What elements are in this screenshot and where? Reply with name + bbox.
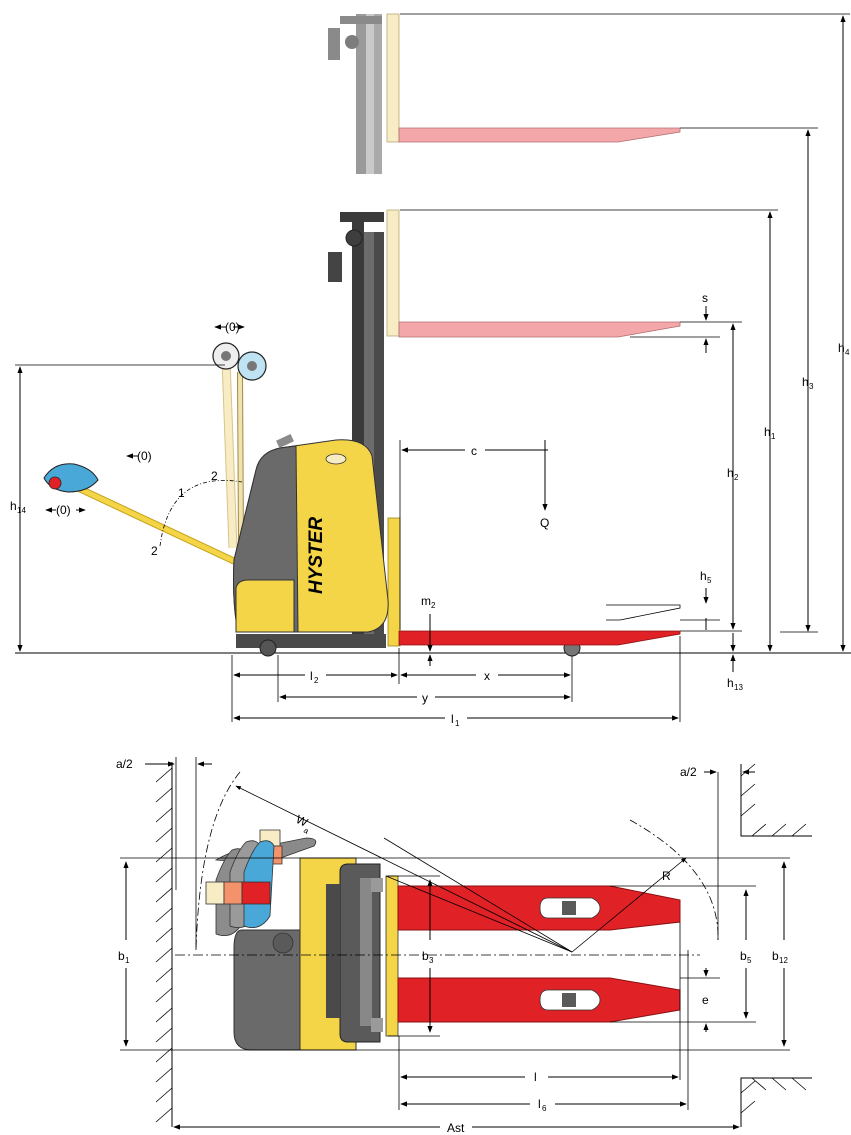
tiller-arm xyxy=(43,342,267,566)
top-tiller xyxy=(205,829,317,937)
label-l1: l xyxy=(451,712,454,726)
label-angle-2a: 2 xyxy=(211,469,218,483)
label-ast: Ast xyxy=(447,1121,465,1135)
label-b12-sub: 12 xyxy=(779,956,788,965)
top-chassis xyxy=(233,857,399,1051)
label-h2: h xyxy=(727,466,734,480)
raised-fork xyxy=(398,321,681,338)
label-h1: h xyxy=(764,425,771,439)
label-h5-sub: 5 xyxy=(707,576,712,585)
label-b5-sub: 5 xyxy=(747,956,752,965)
side-dimension-lines xyxy=(15,13,850,722)
label-b3: b xyxy=(422,949,429,963)
label-b12: b xyxy=(772,949,779,963)
top-forks xyxy=(397,885,681,1023)
top-construction-lines xyxy=(120,757,790,1130)
label-h14: h xyxy=(10,499,17,513)
raised-mast xyxy=(328,13,681,174)
label-zero-low: (0) xyxy=(56,503,71,517)
label-zero-mid: (0) xyxy=(137,449,152,463)
lowered-fork xyxy=(398,630,681,646)
label-h14-sub: 14 xyxy=(17,506,26,515)
side-view: HYSTER xyxy=(10,13,851,728)
label-h5: h xyxy=(700,569,707,583)
label-y: y xyxy=(422,691,428,705)
label-h1-sub: 1 xyxy=(771,432,776,441)
label-c: c xyxy=(471,444,477,458)
label-h3-sub: 3 xyxy=(809,382,814,391)
label-l: l xyxy=(534,1070,537,1084)
label-zero-top: (0) xyxy=(225,320,240,334)
label-l1-sub: 1 xyxy=(455,719,460,728)
label-h3: h xyxy=(802,375,809,389)
label-h13-sub: 13 xyxy=(734,683,743,692)
label-h2-sub: 2 xyxy=(734,473,739,482)
label-a2-left: a/2 xyxy=(116,757,133,771)
label-m2: m xyxy=(421,594,431,608)
truck-body: HYSTER xyxy=(233,433,581,657)
fork-outline xyxy=(606,604,681,621)
label-m2-sub: 2 xyxy=(431,601,436,610)
label-e: e xyxy=(702,993,709,1007)
label-b1: b xyxy=(118,949,125,963)
label-l6: l xyxy=(538,1097,541,1111)
label-h4-sub: 4 xyxy=(845,348,850,357)
label-angle-1: 1 xyxy=(178,486,185,500)
label-s: s xyxy=(702,291,708,305)
label-wa-sub: a xyxy=(302,826,310,836)
top-labels: a/2 a/2 W a R b 1 b 3 b 5 b 12 e l l 6 A… xyxy=(116,757,788,1135)
label-a2-right: a/2 xyxy=(680,765,697,779)
mast xyxy=(328,209,681,647)
label-l6-sub: 6 xyxy=(542,1104,547,1113)
label-h4: h xyxy=(838,341,845,355)
label-b1-sub: 1 xyxy=(125,956,130,965)
label-r: R xyxy=(662,869,671,883)
side-labels: s c Q h 4 h 3 h 1 h 2 h 5 h 13 h 14 m 2 … xyxy=(10,291,850,728)
label-h13: h xyxy=(727,676,734,690)
label-b5: b xyxy=(740,949,747,963)
label-l2: l xyxy=(310,669,313,683)
brand-logo: HYSTER xyxy=(306,517,327,594)
label-angle-2b: 2 xyxy=(151,544,158,558)
label-l2-sub: 2 xyxy=(314,676,319,685)
label-b3-sub: 3 xyxy=(429,956,434,965)
label-q: Q xyxy=(540,516,549,530)
label-x: x xyxy=(484,669,490,683)
angle-arc xyxy=(159,480,243,547)
top-view: a/2 a/2 W a R b 1 b 3 b 5 b 12 e l l 6 A… xyxy=(116,757,812,1135)
